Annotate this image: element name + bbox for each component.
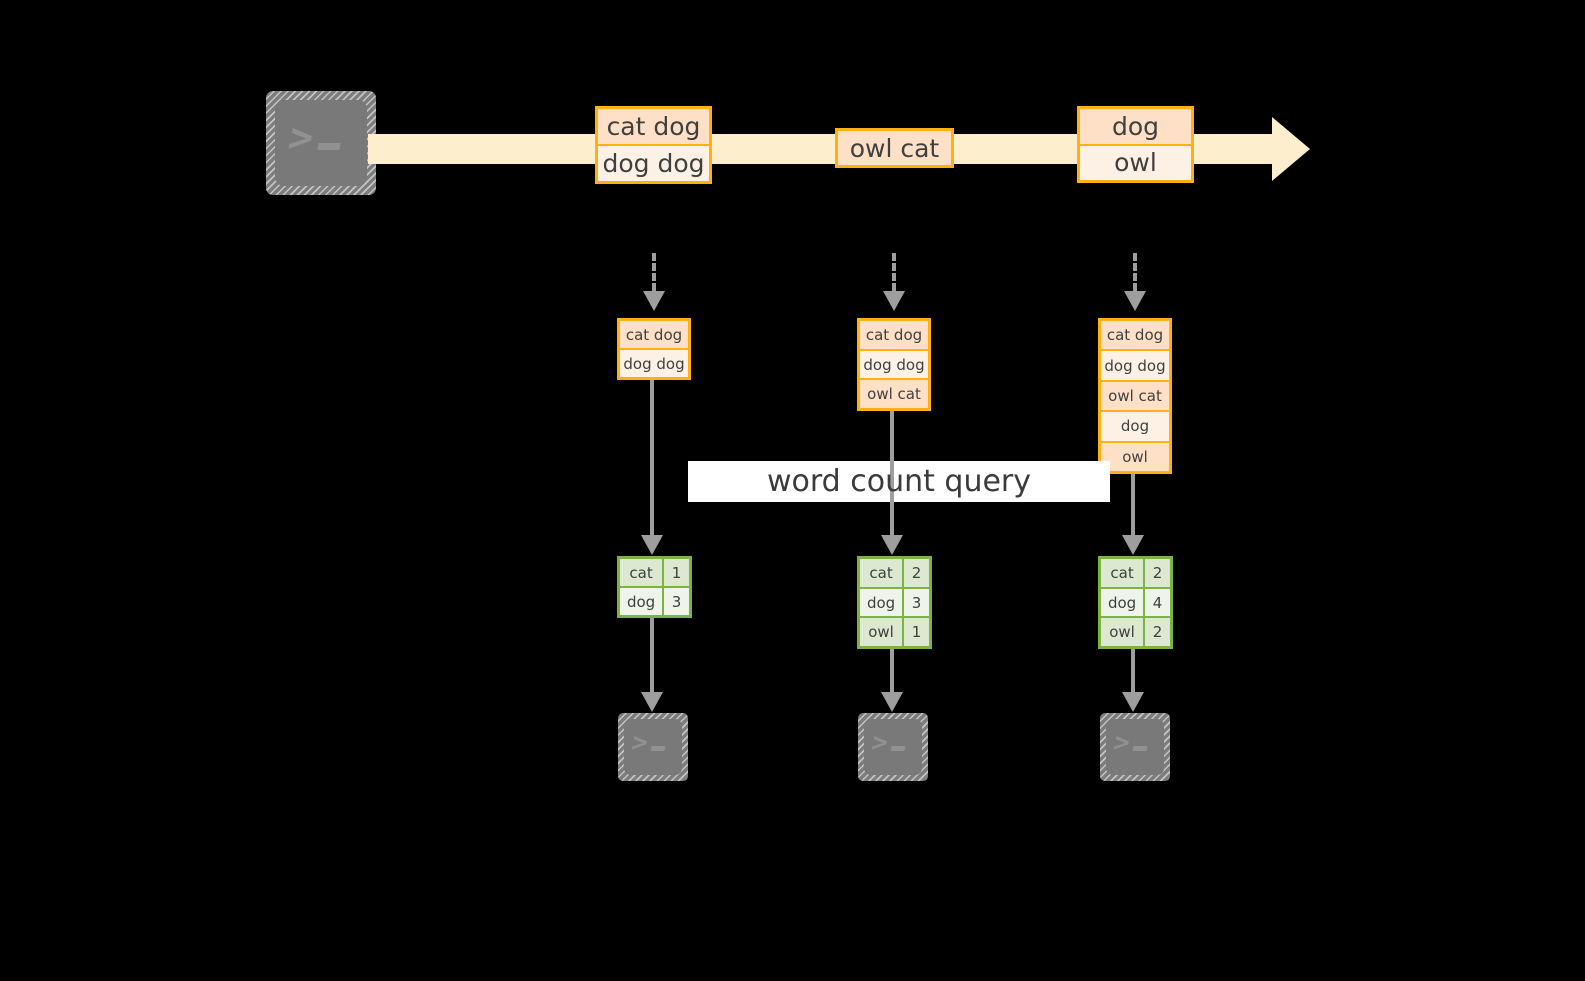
result-table-3: cat 2 dog 4 owl 2 [1098, 556, 1173, 649]
result-table-1: cat 1 dog 3 [617, 556, 692, 618]
table-row: owl 2 [1101, 618, 1170, 647]
result-count: 2 [1145, 559, 1170, 587]
terminal-cursor-icon [890, 745, 906, 751]
batch-line: cat dog [1101, 321, 1169, 350]
terminal-chevron-icon: > [628, 727, 651, 758]
sink-terminal-icon-3: > [1100, 713, 1170, 781]
table-row: dog 3 [860, 588, 929, 617]
batch-to-result-connector-1 [650, 380, 654, 535]
result-count: 2 [904, 559, 929, 587]
arrowhead-icon [883, 291, 905, 311]
batch-line: dog [1101, 412, 1169, 441]
table-row: cat 2 [860, 559, 929, 587]
table-row: owl 1 [860, 618, 929, 647]
arrowhead-icon [881, 692, 903, 712]
query-label-background [688, 461, 1110, 502]
terminal-chevron-icon: > [1110, 727, 1133, 758]
batch-snapshot-1: cat dog dog dog [617, 318, 691, 380]
batch-snapshot-3: cat dog dog dog owl cat dog owl [1098, 318, 1172, 474]
batch-to-result-connector-3 [1131, 474, 1135, 535]
terminal-screen: > [624, 719, 682, 775]
table-row: cat 1 [620, 559, 689, 586]
terminal-cursor-icon [1132, 745, 1148, 751]
batch-line: cat dog [620, 321, 688, 348]
result-count: 3 [664, 588, 689, 615]
terminal-cursor-icon [317, 143, 341, 150]
table-row: dog 4 [1101, 588, 1170, 617]
result-to-sink-connector-2 [890, 649, 894, 692]
stream-record-2: owl cat [835, 128, 954, 168]
batch-line: owl [1101, 442, 1169, 472]
batch-line: cat dog [860, 321, 928, 349]
terminal-screen: > [275, 100, 367, 186]
result-to-sink-connector-1 [650, 618, 654, 692]
result-word: cat [620, 559, 663, 586]
terminal-screen: > [1106, 719, 1164, 775]
result-word: dog [860, 588, 903, 617]
arrowhead-icon [1124, 291, 1146, 311]
stream-to-batch-connector-2 [892, 253, 896, 291]
result-word: cat [860, 559, 903, 587]
record-line: dog [1080, 109, 1191, 144]
terminal-chevron-icon: > [868, 727, 891, 758]
table-row: cat 2 [1101, 559, 1170, 587]
result-count: 2 [1145, 618, 1170, 647]
result-word: cat [1101, 559, 1144, 587]
arrowhead-icon [1122, 535, 1144, 555]
batch-line: dog dog [860, 350, 928, 379]
record-line: cat dog [598, 109, 709, 144]
arrowhead-icon [881, 535, 903, 555]
arrowhead-icon [641, 692, 663, 712]
terminal-screen: > [864, 719, 922, 775]
result-count: 1 [904, 618, 929, 647]
arrowhead-icon [643, 291, 665, 311]
stream-to-batch-connector-1 [652, 253, 656, 291]
stream-to-batch-connector-3 [1133, 253, 1137, 291]
batch-snapshot-2: cat dog dog dog owl cat [857, 318, 931, 411]
terminal-cursor-icon [650, 745, 666, 751]
batch-line: owl cat [1101, 381, 1169, 411]
result-word: owl [1101, 618, 1144, 647]
batch-to-result-connector-2 [890, 411, 894, 535]
query-label: word count query [766, 464, 1032, 499]
record-line: owl [1080, 145, 1191, 180]
result-count: 3 [904, 588, 929, 617]
source-terminal-icon: > [266, 91, 376, 195]
sink-terminal-icon-2: > [858, 713, 928, 781]
terminal-chevron-icon: > [283, 115, 318, 162]
result-count: 1 [664, 559, 689, 586]
sink-terminal-icon-1: > [618, 713, 688, 781]
result-word: owl [860, 618, 903, 647]
table-row: dog 3 [620, 588, 689, 615]
record-line: dog dog [598, 146, 709, 181]
arrowhead-icon [1122, 692, 1144, 712]
stream-arrow-head-icon [1272, 117, 1310, 181]
batch-line: owl cat [860, 380, 928, 409]
arrowhead-icon [641, 535, 663, 555]
record-line: owl cat [838, 131, 951, 165]
stream-record-3: dog owl [1077, 106, 1194, 183]
result-word: dog [1101, 588, 1144, 617]
stream-record-1: cat dog dog dog [595, 106, 712, 184]
result-word: dog [620, 588, 663, 615]
result-table-2: cat 2 dog 3 owl 1 [857, 556, 932, 649]
batch-line: dog dog [1101, 351, 1169, 380]
batch-line: dog dog [620, 350, 688, 377]
result-count: 4 [1145, 588, 1170, 617]
result-to-sink-connector-3 [1131, 649, 1135, 692]
